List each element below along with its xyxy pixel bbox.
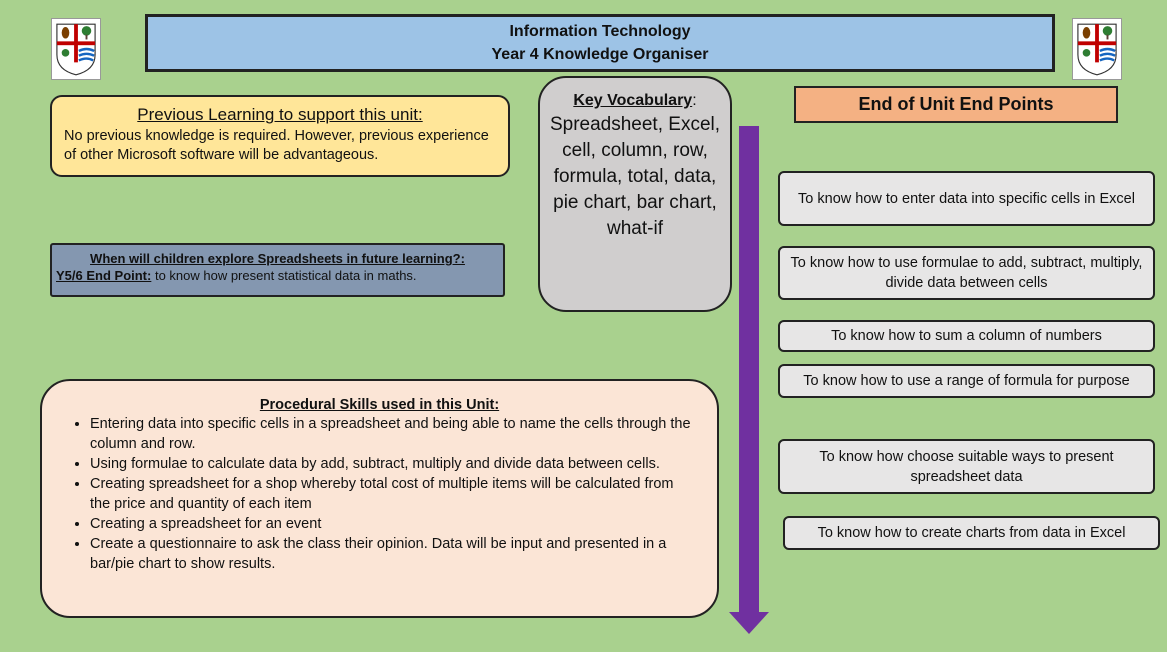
end-point-item: To know how choose suitable ways to pres… [778,439,1155,494]
vocabulary-words: Spreadsheet, Excel, cell, column, row, f… [549,114,721,239]
school-crest-icon [1077,23,1117,76]
vocabulary-heading-label: Key Vocabulary [573,92,693,109]
timeline-arrow-shaft [739,126,759,614]
list-item: Using formulae to calculate data by add,… [90,454,695,474]
procedural-skills-list: Entering data into specific cells in a s… [64,414,695,574]
future-end-point-text: to know how present statistical data in … [151,268,417,283]
previous-learning-text: No previous knowledge is required. Howev… [64,128,489,163]
end-point-item: To know how to use a range of formula fo… [778,364,1155,398]
list-item: Create a questionnaire to ask the class … [90,534,695,574]
vocabulary-heading: Key Vocabulary: [548,92,722,110]
procedural-skills-heading: Procedural Skills used in this Unit: [259,397,500,413]
future-learning-text: Y5/6 End Point: to know how present stat… [56,268,499,283]
school-crest-icon [56,23,96,76]
key-vocabulary-box: Key Vocabulary: Spreadsheet, Excel, cell… [538,76,732,312]
list-item: Creating a spreadsheet for an event [90,514,695,534]
page-title: Information Technology Year 4 Knowledge … [145,14,1055,72]
school-crest-icon [1072,18,1122,80]
future-learning-box: When will children explore Spreadsheets … [50,243,505,297]
school-crest-icon [51,18,101,80]
vocabulary-heading-colon: : [692,92,697,109]
end-points-heading: End of Unit End Points [794,86,1118,123]
end-point-item: To know how to create charts from data i… [783,516,1160,550]
future-end-point-label: Y5/6 End Point: [56,268,152,283]
previous-learning-heading: Previous Learning to support this unit: [137,105,423,124]
procedural-skills-box: Procedural Skills used in this Unit: Ent… [40,379,719,618]
end-point-item: To know how to use formulae to add, subt… [778,246,1155,300]
title-line-2: Year 4 Knowledge Organiser [491,46,709,63]
arrow-down-icon [729,612,769,634]
end-point-item: To know how to sum a column of numbers [778,320,1155,352]
future-learning-heading: When will children explore Spreadsheets … [90,251,465,266]
end-point-item: To know how to enter data into specific … [778,171,1155,226]
previous-learning-box: Previous Learning to support this unit: … [50,95,510,177]
title-line-1: Information Technology [509,23,691,40]
list-item: Entering data into specific cells in a s… [90,414,695,454]
list-item: Creating spreadsheet for a shop whereby … [90,474,695,514]
